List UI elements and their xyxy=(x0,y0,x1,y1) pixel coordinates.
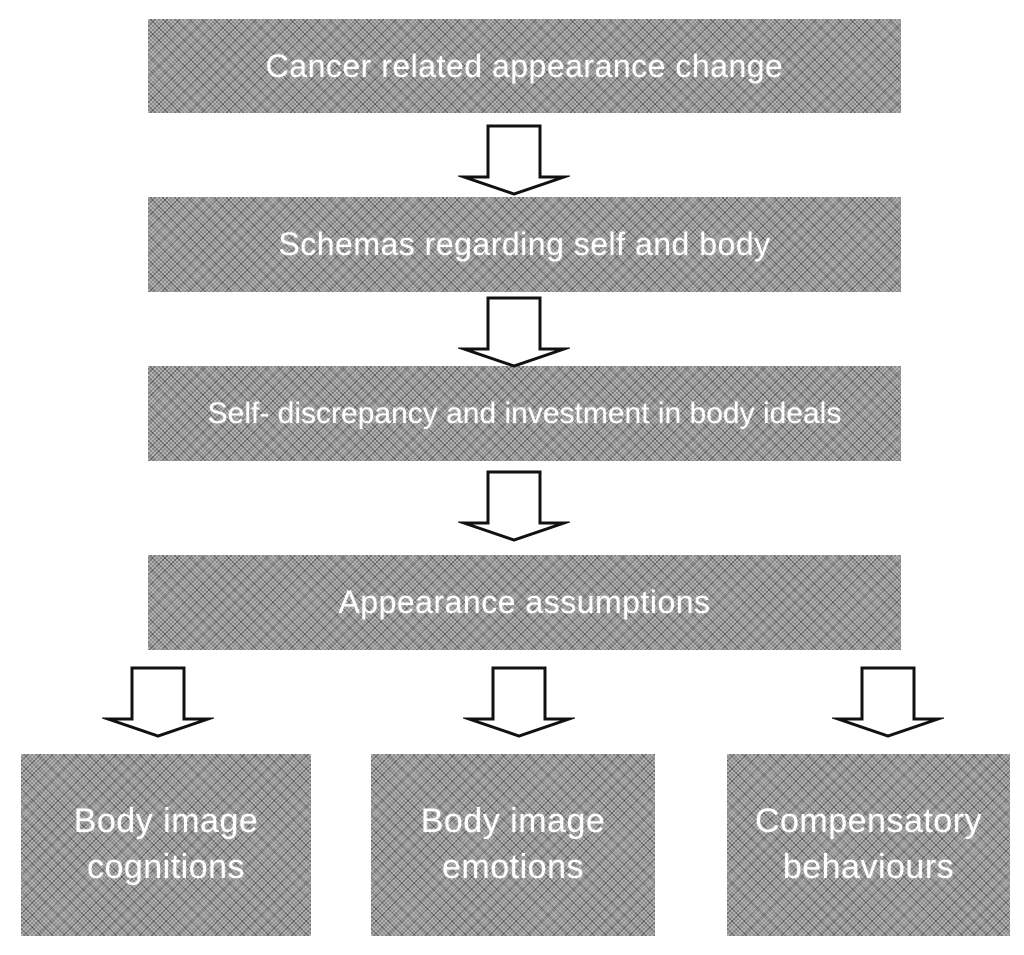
flow-box-appearance-assumptions: Appearance assumptions xyxy=(148,555,901,650)
down-arrow-icon xyxy=(458,296,570,368)
flow-box-label: Appearance assumptions xyxy=(338,584,711,620)
outcome-box-body-image-emotions: Body image emotions xyxy=(371,754,655,936)
flow-box-label: Cancer related appearance change xyxy=(265,47,784,84)
down-arrow-icon xyxy=(463,666,575,738)
outcome-box-body-image-cognitions: Body image cognitions xyxy=(21,754,311,936)
down-arrow-icon xyxy=(832,666,944,738)
flow-box-schemas-regarding-self-and-body: Schemas regarding self and body xyxy=(148,197,901,292)
flow-box-label: Self- discrepancy and investment in body… xyxy=(207,396,842,430)
flow-box-self-discrepancy-and-investment: Self- discrepancy and investment in body… xyxy=(148,366,901,461)
down-arrow-icon xyxy=(458,124,570,196)
outcome-box-compensatory-behaviours: Compensatory behaviours xyxy=(727,754,1010,936)
flow-box-label: Schemas regarding self and body xyxy=(278,226,771,262)
outcome-box-label: Body image emotions xyxy=(420,802,606,886)
outcome-box-label: Body image cognitions xyxy=(73,802,259,886)
down-arrow-icon xyxy=(102,666,214,738)
down-arrow-icon xyxy=(458,470,570,542)
flow-box-cancer-related-appearance-change: Cancer related appearance change xyxy=(148,19,901,113)
outcome-box-label: Compensatory behaviours xyxy=(754,802,983,886)
